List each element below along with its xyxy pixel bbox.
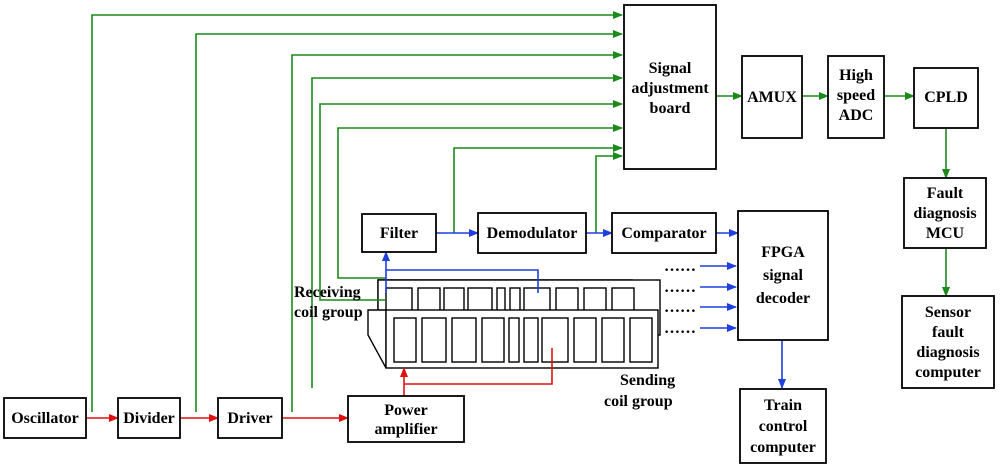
train-control-computer-block: Train control computer <box>739 388 827 464</box>
fault-mcu-label-1: Fault <box>927 185 964 202</box>
comparator-label: Comparator <box>621 225 706 242</box>
oscillator-block: Oscillator <box>3 397 87 439</box>
train-computer-label-1: Train <box>764 397 802 414</box>
receiving-coil-label-1: Receiving <box>294 284 361 301</box>
sensor-computer-label-3: diagnosis <box>916 344 979 361</box>
power-amplifier-label-2: amplifier <box>374 421 437 438</box>
demodulator-label: Demodulator <box>487 225 578 242</box>
red-drive-lines <box>86 348 553 422</box>
power-amplifier-label-1: Power <box>384 402 428 419</box>
signal-board-label-1: Signal <box>649 60 692 77</box>
sending-coil-label-2: coil group <box>604 393 673 410</box>
sensor-computer-label-2: fault <box>932 324 965 341</box>
receiving-coil-label-2: coil group <box>294 304 363 321</box>
fpga-label-2: signal <box>763 267 804 284</box>
driver-block: Driver <box>217 397 283 439</box>
driver-label: Driver <box>227 410 272 427</box>
divider-block: Divider <box>117 397 181 439</box>
cpld-label: CPLD <box>924 89 968 106</box>
fpga-label-1: FPGA <box>761 244 805 261</box>
ellipsis-3: …… <box>664 299 696 316</box>
ellipsis-1: …… <box>664 258 696 275</box>
high-speed-adc-block: High speed ADC <box>827 55 885 139</box>
comparator-block: Comparator <box>611 212 717 254</box>
adc-label-3: ADC <box>839 107 874 124</box>
signal-adjustment-board-block: Signal adjustment board <box>623 4 717 170</box>
train-computer-label-3: computer <box>750 439 816 456</box>
ellipsis-2: …… <box>664 279 696 296</box>
filter-label: Filter <box>380 225 418 242</box>
filter-block: Filter <box>361 213 437 253</box>
adc-label-1: High <box>839 67 873 84</box>
green-feedback-lines <box>91 11 950 412</box>
fpga-signal-decoder-block: FPGA signal decoder <box>737 210 829 341</box>
demodulator-block: Demodulator <box>477 212 587 254</box>
adc-label-2: speed <box>837 87 875 104</box>
signal-board-label-2: adjustment <box>631 80 709 97</box>
divider-label: Divider <box>123 410 175 427</box>
fault-mcu-label-2: diagnosis <box>913 205 976 222</box>
fault-diagnosis-mcu-block: Fault diagnosis MCU <box>903 177 987 249</box>
amux-block: AMUX <box>741 55 803 139</box>
sensor-computer-label-1: Sensor <box>925 304 971 321</box>
sending-coil-group <box>367 309 659 369</box>
power-amplifier-block: Power amplifier <box>347 395 465 443</box>
signal-board-label-3: board <box>650 100 691 117</box>
ellipsis-4: …… <box>664 320 696 337</box>
fault-mcu-label-3: MCU <box>926 225 965 242</box>
sending-coil-label-1: Sending <box>620 372 675 389</box>
amux-label: AMUX <box>747 89 797 106</box>
cpld-block: CPLD <box>913 67 979 129</box>
train-computer-label-2: control <box>759 418 808 435</box>
blue-signal-lines <box>382 229 786 389</box>
fpga-label-3: decoder <box>756 290 810 307</box>
sensor-fault-diagnosis-computer-block: Sensor fault diagnosis computer <box>901 295 995 389</box>
sensor-computer-label-4: computer <box>915 364 981 381</box>
oscillator-label: Oscillator <box>11 410 79 427</box>
